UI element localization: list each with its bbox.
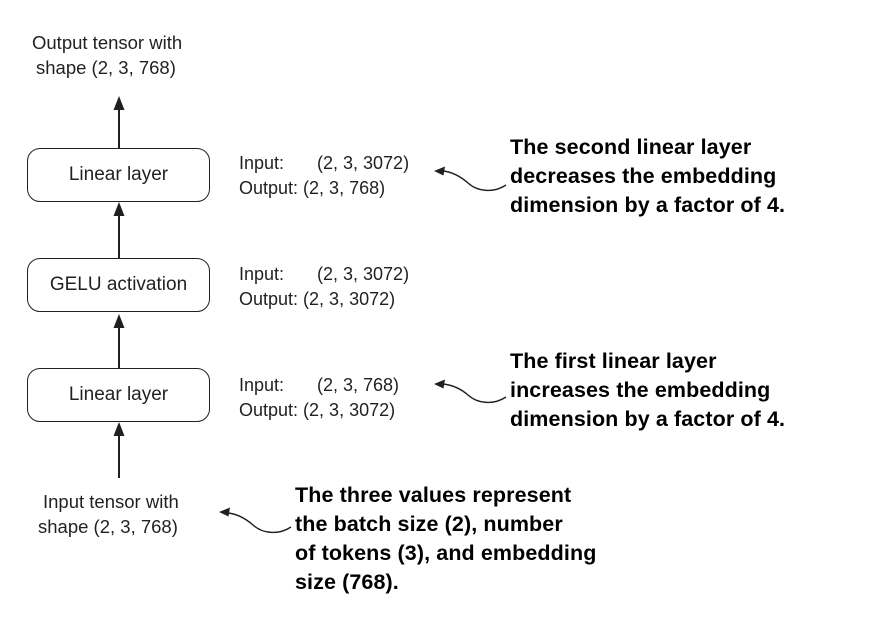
- annotation-first-linear-line-3: dimension by a factor of 4.: [510, 407, 786, 431]
- annotation-first-linear-line-1: The first linear layer: [510, 349, 717, 373]
- annotation-first-linear: The first linear layer increases the emb…: [510, 347, 785, 434]
- linear-layer-2-output-value: (2, 3, 768): [303, 178, 386, 198]
- linear-layer-2-input-label: Input:: [239, 153, 285, 173]
- output-label-line-2: shape (2, 3, 768): [36, 57, 176, 78]
- linear-layer-1-io: Input: (2, 3, 768) Output:(2, 3, 3072): [239, 373, 399, 423]
- gelu-activation-box: GELU activation: [27, 258, 210, 312]
- annotation-input-shape-line-4: size (768).: [295, 570, 399, 594]
- gelu-output-label: Output:: [239, 289, 299, 309]
- linear-layer-1-output-label: Output:: [239, 400, 299, 420]
- annotation-second-linear: The second linear layer decreases the em…: [510, 133, 785, 220]
- annotation-second-linear-line-1: The second linear layer: [510, 135, 752, 159]
- annotation-second-linear-line-3: dimension by a factor of 4.: [510, 193, 786, 217]
- linear-layer-1-output-value: (2, 3, 3072): [303, 400, 396, 420]
- linear-layer-2-output-label: Output:: [239, 178, 299, 198]
- arrow-head-linear2: [113, 202, 125, 216]
- linear-layer-2-io: Input: (2, 3, 3072) Output:(2, 3, 768): [239, 151, 409, 201]
- gelu-input-value: (2, 3, 3072): [317, 264, 410, 284]
- leader-head-first-linear: [434, 379, 445, 389]
- annotation-input-shape: The three values represent the batch siz…: [295, 481, 596, 597]
- leader-first-linear: [442, 383, 507, 404]
- leader-second-linear: [442, 170, 507, 192]
- arrow-head-input: [113, 422, 125, 436]
- annotation-first-linear-line-2: increases the embedding: [510, 378, 771, 402]
- linear-layer-2-input-value: (2, 3, 3072): [317, 153, 410, 173]
- linear-layer-1-box: Linear layer: [27, 368, 210, 422]
- output-label-line-1: Output tensor with: [32, 32, 183, 53]
- linear-layer-2-box: Linear layer: [27, 148, 210, 202]
- linear-layer-1-input-value: (2, 3, 768): [317, 375, 400, 395]
- gelu-input-label: Input:: [239, 264, 285, 284]
- leader-head-input-shape: [219, 507, 230, 517]
- input-label-line-2: shape (2, 3, 768): [38, 516, 178, 537]
- arrow-head-output: [113, 96, 125, 110]
- linear-layer-1-label: Linear layer: [68, 384, 169, 405]
- annotation-input-shape-line-3: of tokens (3), and embedding: [295, 541, 597, 565]
- leader-input-shape: [227, 512, 292, 534]
- linear-layer-1-input-label: Input:: [239, 375, 285, 395]
- output-tensor-label: Output tensor with shape (2, 3, 768): [32, 30, 182, 80]
- annotation-input-shape-line-1: The three values represent: [295, 483, 572, 507]
- gelu-output-value: (2, 3, 3072): [303, 289, 396, 309]
- leader-head-second-linear: [434, 166, 445, 176]
- gelu-activation-label: GELU activation: [49, 274, 188, 295]
- annotation-second-linear-line-2: decreases the embedding: [510, 164, 777, 188]
- gelu-activation-io: Input:(2, 3, 3072) Output:(2, 3, 3072): [239, 262, 409, 312]
- annotation-input-shape-line-2: the batch size (2), number: [295, 512, 563, 536]
- input-label-line-1: Input tensor with: [43, 491, 179, 512]
- input-tensor-label: Input tensor with shape (2, 3, 768): [38, 489, 179, 539]
- linear-layer-2-label: Linear layer: [68, 164, 169, 185]
- arrow-head-gelu: [113, 314, 125, 328]
